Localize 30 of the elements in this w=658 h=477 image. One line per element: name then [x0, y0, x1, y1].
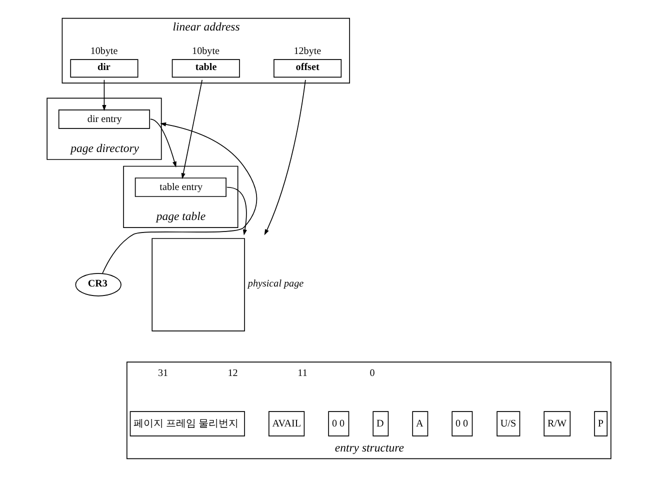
arrow [150, 118, 176, 168]
node-box: table entry [134, 178, 226, 197]
arrow [102, 80, 106, 111]
node-box: dir entry [58, 110, 150, 129]
node-box: D [372, 411, 389, 436]
node-box: A [412, 411, 428, 436]
node-box: P [594, 411, 608, 436]
node-box [152, 238, 245, 332]
label: 11 [298, 368, 308, 379]
arrow [264, 80, 306, 236]
node-label: 12byte [294, 46, 322, 58]
node-box: offset [274, 59, 342, 78]
node-box: 0 0 [328, 411, 350, 436]
node-box: table [172, 59, 240, 78]
node-box: 페이지 프레임 물리번지 [130, 411, 245, 436]
node-box: dir [70, 59, 138, 78]
node-box: R/W [544, 411, 571, 436]
label: 0 [370, 368, 375, 379]
node-label: 10byte [192, 46, 220, 58]
node-box: AVAIL [268, 411, 305, 436]
arrow [226, 186, 247, 236]
node-label: physical page [248, 278, 304, 290]
label: 31 [158, 368, 168, 379]
node-box: U/S [496, 411, 520, 436]
node-label: 10byte [90, 46, 118, 58]
node-box: 0 0 [452, 411, 473, 436]
arrow [181, 80, 203, 180]
node-ellipse: CR3 [75, 273, 122, 296]
label: 12 [228, 368, 238, 379]
arrow [102, 122, 258, 274]
